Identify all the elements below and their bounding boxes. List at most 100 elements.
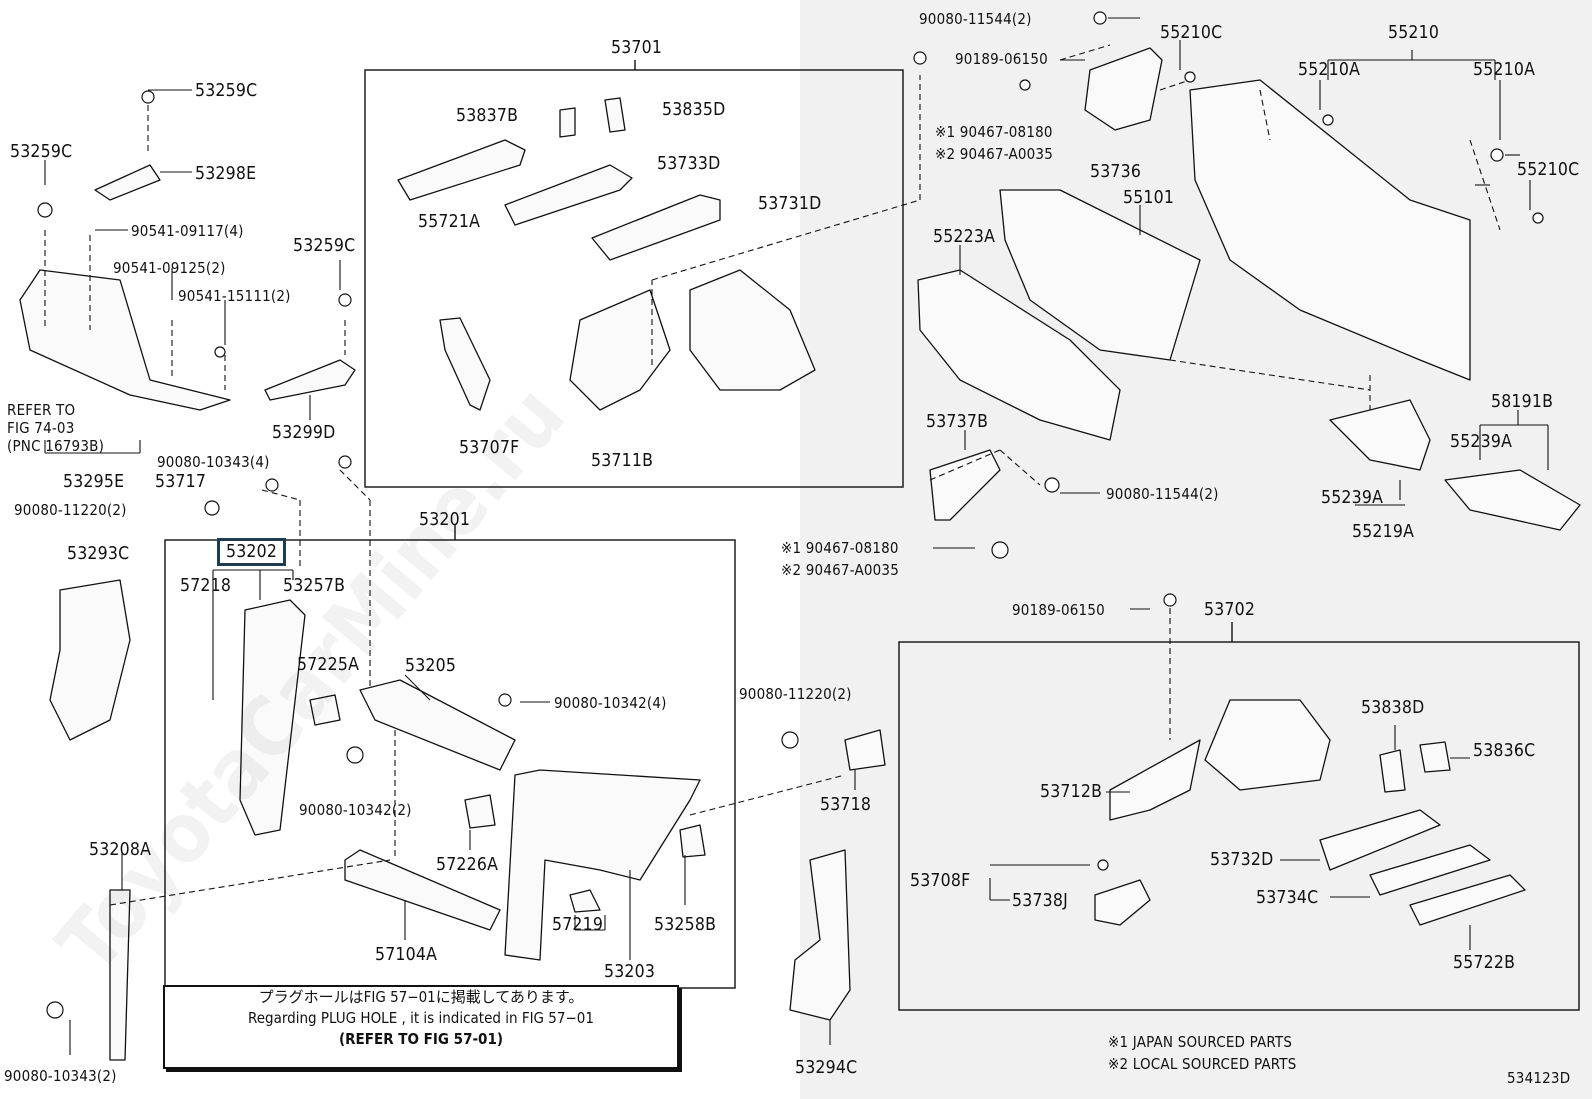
part-57226A-sketch xyxy=(464,794,496,829)
label-57225A[interactable]: 57225A xyxy=(297,655,360,675)
part-53294C-sketch xyxy=(789,849,851,1021)
label-90080-10342-a[interactable]: 90080-10342(4) xyxy=(554,694,667,712)
label-58191B[interactable]: 58191B xyxy=(1491,392,1554,412)
label-90467-A0035-b[interactable]: ※2 90467-A0035 xyxy=(781,561,900,579)
part-57225A-sketch xyxy=(309,694,341,726)
label-57104A[interactable]: 57104A xyxy=(375,945,438,965)
part-53838D-sketch xyxy=(1379,749,1406,793)
label-53299D[interactable]: 53299D xyxy=(272,423,336,443)
label-55223A[interactable]: 55223A xyxy=(933,227,996,247)
label-55210C-right[interactable]: 55210C xyxy=(1517,160,1580,180)
part-53299D-sketch xyxy=(264,359,356,401)
label-53838D[interactable]: 53838D xyxy=(1361,698,1425,718)
label-90080-10343-a[interactable]: 90080-10343(4) xyxy=(157,453,270,471)
part-53731D-sketch xyxy=(591,194,721,261)
label-55722B[interactable]: 55722B xyxy=(1453,953,1516,973)
label-53259C-right[interactable]: 53259C xyxy=(293,236,356,256)
label-53708F[interactable]: 53708F xyxy=(910,871,971,891)
label-53201[interactable]: 53201 xyxy=(419,510,471,530)
part-57219-sketch xyxy=(569,889,601,913)
part-55721A-sketch xyxy=(397,139,526,201)
part-53718-sketch xyxy=(844,729,886,771)
label-53701[interactable]: 53701 xyxy=(611,38,663,58)
part-53711B-sketch xyxy=(569,289,671,411)
label-53295E[interactable]: 53295E xyxy=(63,472,125,492)
part-55210-sketch xyxy=(1189,79,1471,381)
legend-local-sourced: ※2 LOCAL SOURCED PARTS xyxy=(1108,1055,1297,1073)
part-57104A-sketch xyxy=(344,849,501,931)
label-53259C-top[interactable]: 53259C xyxy=(195,81,258,101)
label-90080-10342-b[interactable]: 90080-10342(2) xyxy=(299,801,412,819)
label-53712B[interactable]: 53712B xyxy=(1040,782,1103,802)
label-53738J[interactable]: 53738J xyxy=(1012,891,1068,911)
label-90467-A0035-a[interactable]: ※2 90467-A0035 xyxy=(935,145,1054,163)
label-53734C[interactable]: 53734C xyxy=(1256,888,1319,908)
label-53298E[interactable]: 53298E xyxy=(195,164,257,184)
label-90080-11544-a[interactable]: 90080-11544(2) xyxy=(919,10,1032,28)
label-90541-15111[interactable]: 90541-15111(2) xyxy=(178,287,291,305)
notice-english: Regarding PLUG HOLE , it is indicated in… xyxy=(248,1009,594,1027)
part-53712B-sketch xyxy=(1109,739,1201,821)
label-90080-11544-b[interactable]: 90080-11544(2) xyxy=(1106,485,1219,503)
refer-note-line1: REFER TO xyxy=(7,401,76,419)
label-90467-08180-a[interactable]: ※1 90467-08180 xyxy=(935,123,1053,141)
label-53258B[interactable]: 53258B xyxy=(654,915,717,935)
label-53259C-left[interactable]: 53259C xyxy=(10,142,73,162)
label-53203[interactable]: 53203 xyxy=(604,962,656,982)
part-58191B-sketch xyxy=(1444,469,1581,531)
part-53836C-sketch xyxy=(1419,741,1451,773)
group-box-53701 xyxy=(364,69,904,488)
part-53707F-sketch xyxy=(439,317,491,411)
label-53737B[interactable]: 53737B xyxy=(926,412,989,432)
label-55210C-top[interactable]: 55210C xyxy=(1160,23,1223,43)
label-53731D[interactable]: 53731D xyxy=(758,194,822,214)
part-53711-companion-sketch xyxy=(689,269,816,391)
label-55101[interactable]: 55101 xyxy=(1123,188,1175,208)
label-53257B[interactable]: 53257B xyxy=(283,576,346,596)
part-53295E-sketch xyxy=(19,269,231,411)
label-53733D[interactable]: 53733D xyxy=(657,154,721,174)
label-90189-06150-b[interactable]: 90189-06150 xyxy=(1012,601,1105,619)
label-55721A[interactable]: 55721A xyxy=(418,212,481,232)
notice-japanese: プラグホールはFIG 57−01に掲載してあります。 xyxy=(258,988,584,1006)
label-55239A-right[interactable]: 55239A xyxy=(1450,432,1513,452)
label-90189-06150-a[interactable]: 90189-06150 xyxy=(955,50,1048,68)
label-53835D[interactable]: 53835D xyxy=(662,100,726,120)
label-53293C[interactable]: 53293C xyxy=(67,544,130,564)
label-55239A-left[interactable]: 55239A xyxy=(1321,488,1384,508)
label-55210A-right[interactable]: 55210A xyxy=(1473,60,1536,80)
label-90541-09125[interactable]: 90541-09125(2) xyxy=(113,259,226,277)
part-53712-companion-sketch xyxy=(1204,699,1331,791)
label-53205[interactable]: 53205 xyxy=(405,656,457,676)
part-55239A-sketch xyxy=(1329,399,1431,471)
label-53294C[interactable]: 53294C xyxy=(795,1058,858,1078)
label-53718[interactable]: 53718 xyxy=(820,795,872,815)
label-53208A[interactable]: 53208A xyxy=(89,840,152,860)
label-53837B[interactable]: 53837B xyxy=(456,106,519,126)
label-55219A[interactable]: 55219A xyxy=(1352,522,1415,542)
label-53717[interactable]: 53717 xyxy=(155,472,207,492)
part-55101-sketch xyxy=(999,189,1201,361)
label-90467-08180-b[interactable]: ※1 90467-08180 xyxy=(781,539,899,557)
label-57219[interactable]: 57219 xyxy=(552,915,604,935)
label-57218[interactable]: 57218 xyxy=(180,576,232,596)
legend-japan-sourced: ※1 JAPAN SOURCED PARTS xyxy=(1108,1033,1293,1051)
part-53298E-sketch xyxy=(94,164,161,201)
label-53707F[interactable]: 53707F xyxy=(459,438,520,458)
label-90080-11220-a[interactable]: 90080-11220(2) xyxy=(14,501,127,519)
label-55210[interactable]: 55210 xyxy=(1388,23,1440,43)
part-53734C-sketch xyxy=(1369,844,1491,896)
label-90541-09117[interactable]: 90541-09117(4) xyxy=(131,222,244,240)
label-55210A-left[interactable]: 55210A xyxy=(1298,60,1361,80)
label-53736[interactable]: 53736 xyxy=(1090,162,1142,182)
label-90080-10343-b[interactable]: 90080-10343(2) xyxy=(4,1067,117,1085)
label-53732D[interactable]: 53732D xyxy=(1210,850,1274,870)
label-53836C[interactable]: 53836C xyxy=(1473,741,1536,761)
label-53702[interactable]: 53702 xyxy=(1204,600,1256,620)
label-53202-selected[interactable]: 53202 xyxy=(217,538,287,566)
refer-note-line2: FIG 74-03 xyxy=(7,419,75,437)
label-90080-11220-b[interactable]: 90080-11220(2) xyxy=(739,685,852,703)
label-57226A[interactable]: 57226A xyxy=(436,855,499,875)
label-53711B[interactable]: 53711B xyxy=(591,451,654,471)
part-53203-sketch xyxy=(504,769,701,961)
